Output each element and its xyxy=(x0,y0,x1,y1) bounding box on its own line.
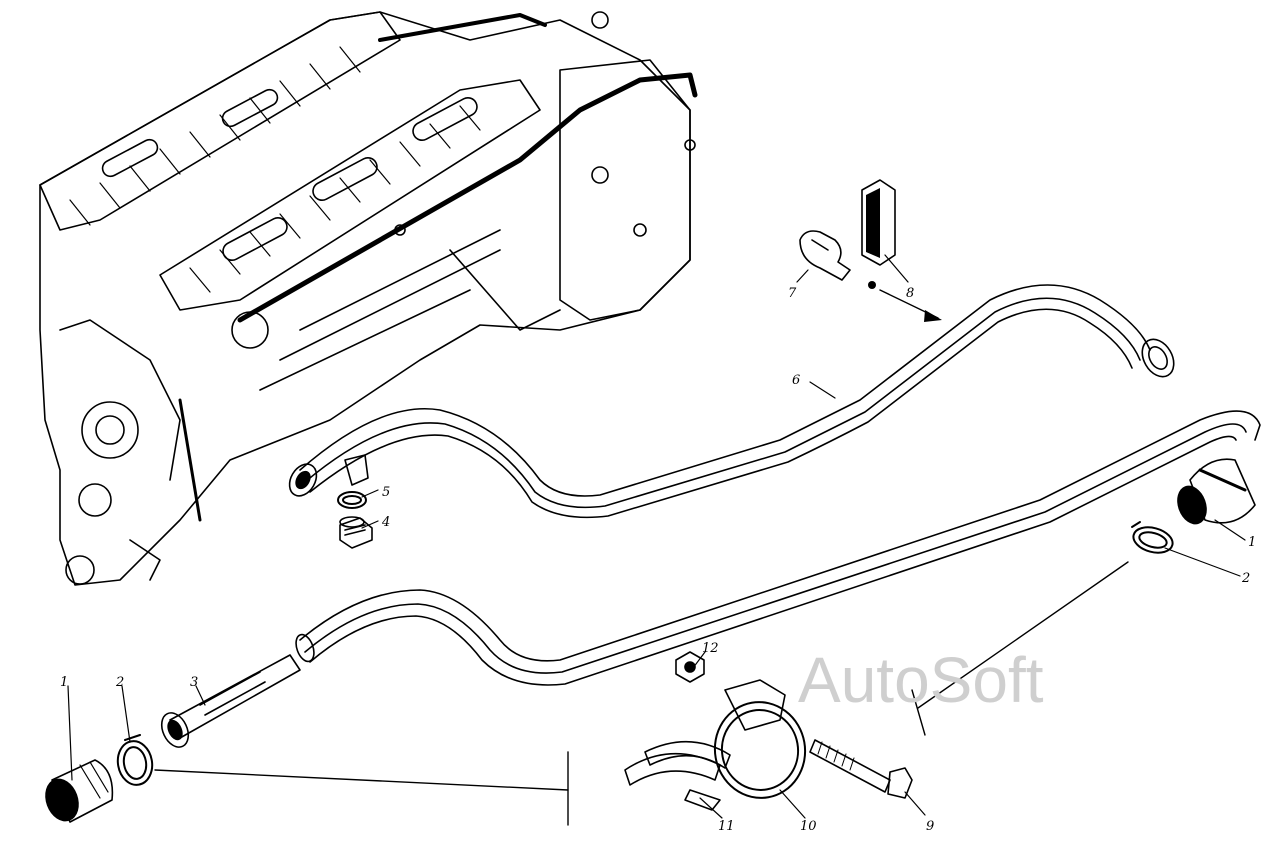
callout-5: 5 xyxy=(382,485,390,500)
part-1-left-sleeve xyxy=(45,759,114,823)
part-12-nut xyxy=(675,651,705,683)
part-8-pad xyxy=(861,179,942,322)
lower-long-pipe xyxy=(295,410,1261,686)
part-11-shell xyxy=(624,740,731,811)
callout-10: 10 xyxy=(800,819,817,834)
callout-1-left: 1 xyxy=(60,675,68,690)
callout-11: 11 xyxy=(718,819,735,834)
part-2-left-clamp xyxy=(116,734,154,786)
part-7-clip xyxy=(799,230,851,281)
part-1-right-sleeve xyxy=(1177,458,1256,525)
part-5-o-ring xyxy=(337,491,367,509)
callout-6: 6 xyxy=(792,373,800,388)
callout-2-left: 2 xyxy=(115,675,124,690)
callout-2-right: 2 xyxy=(1241,571,1250,586)
part-10-band-clamp xyxy=(713,679,807,799)
part-9-bolt xyxy=(809,739,913,799)
leader-lines xyxy=(67,254,1246,819)
part-6-upper-pipe xyxy=(288,284,1175,519)
callout-1-right: 1 xyxy=(1248,535,1256,550)
callout-8: 8 xyxy=(906,286,914,301)
callout-labels: 6 7 8 5 4 1 2 1 2 3 12 11 10 9 xyxy=(60,286,1256,834)
callout-7: 7 xyxy=(788,286,797,301)
callout-4: 4 xyxy=(381,515,390,530)
callout-12: 12 xyxy=(702,641,719,656)
part-4-plug xyxy=(339,516,373,549)
callout-9: 9 xyxy=(926,819,934,834)
part-3-tube xyxy=(160,654,301,748)
engine-assembly xyxy=(39,11,698,586)
callout-3: 3 xyxy=(190,675,198,690)
assembly-lines xyxy=(154,561,1129,826)
watermark-text: AutoSoft xyxy=(798,644,1044,716)
part-2-right-clamp xyxy=(1131,521,1174,554)
